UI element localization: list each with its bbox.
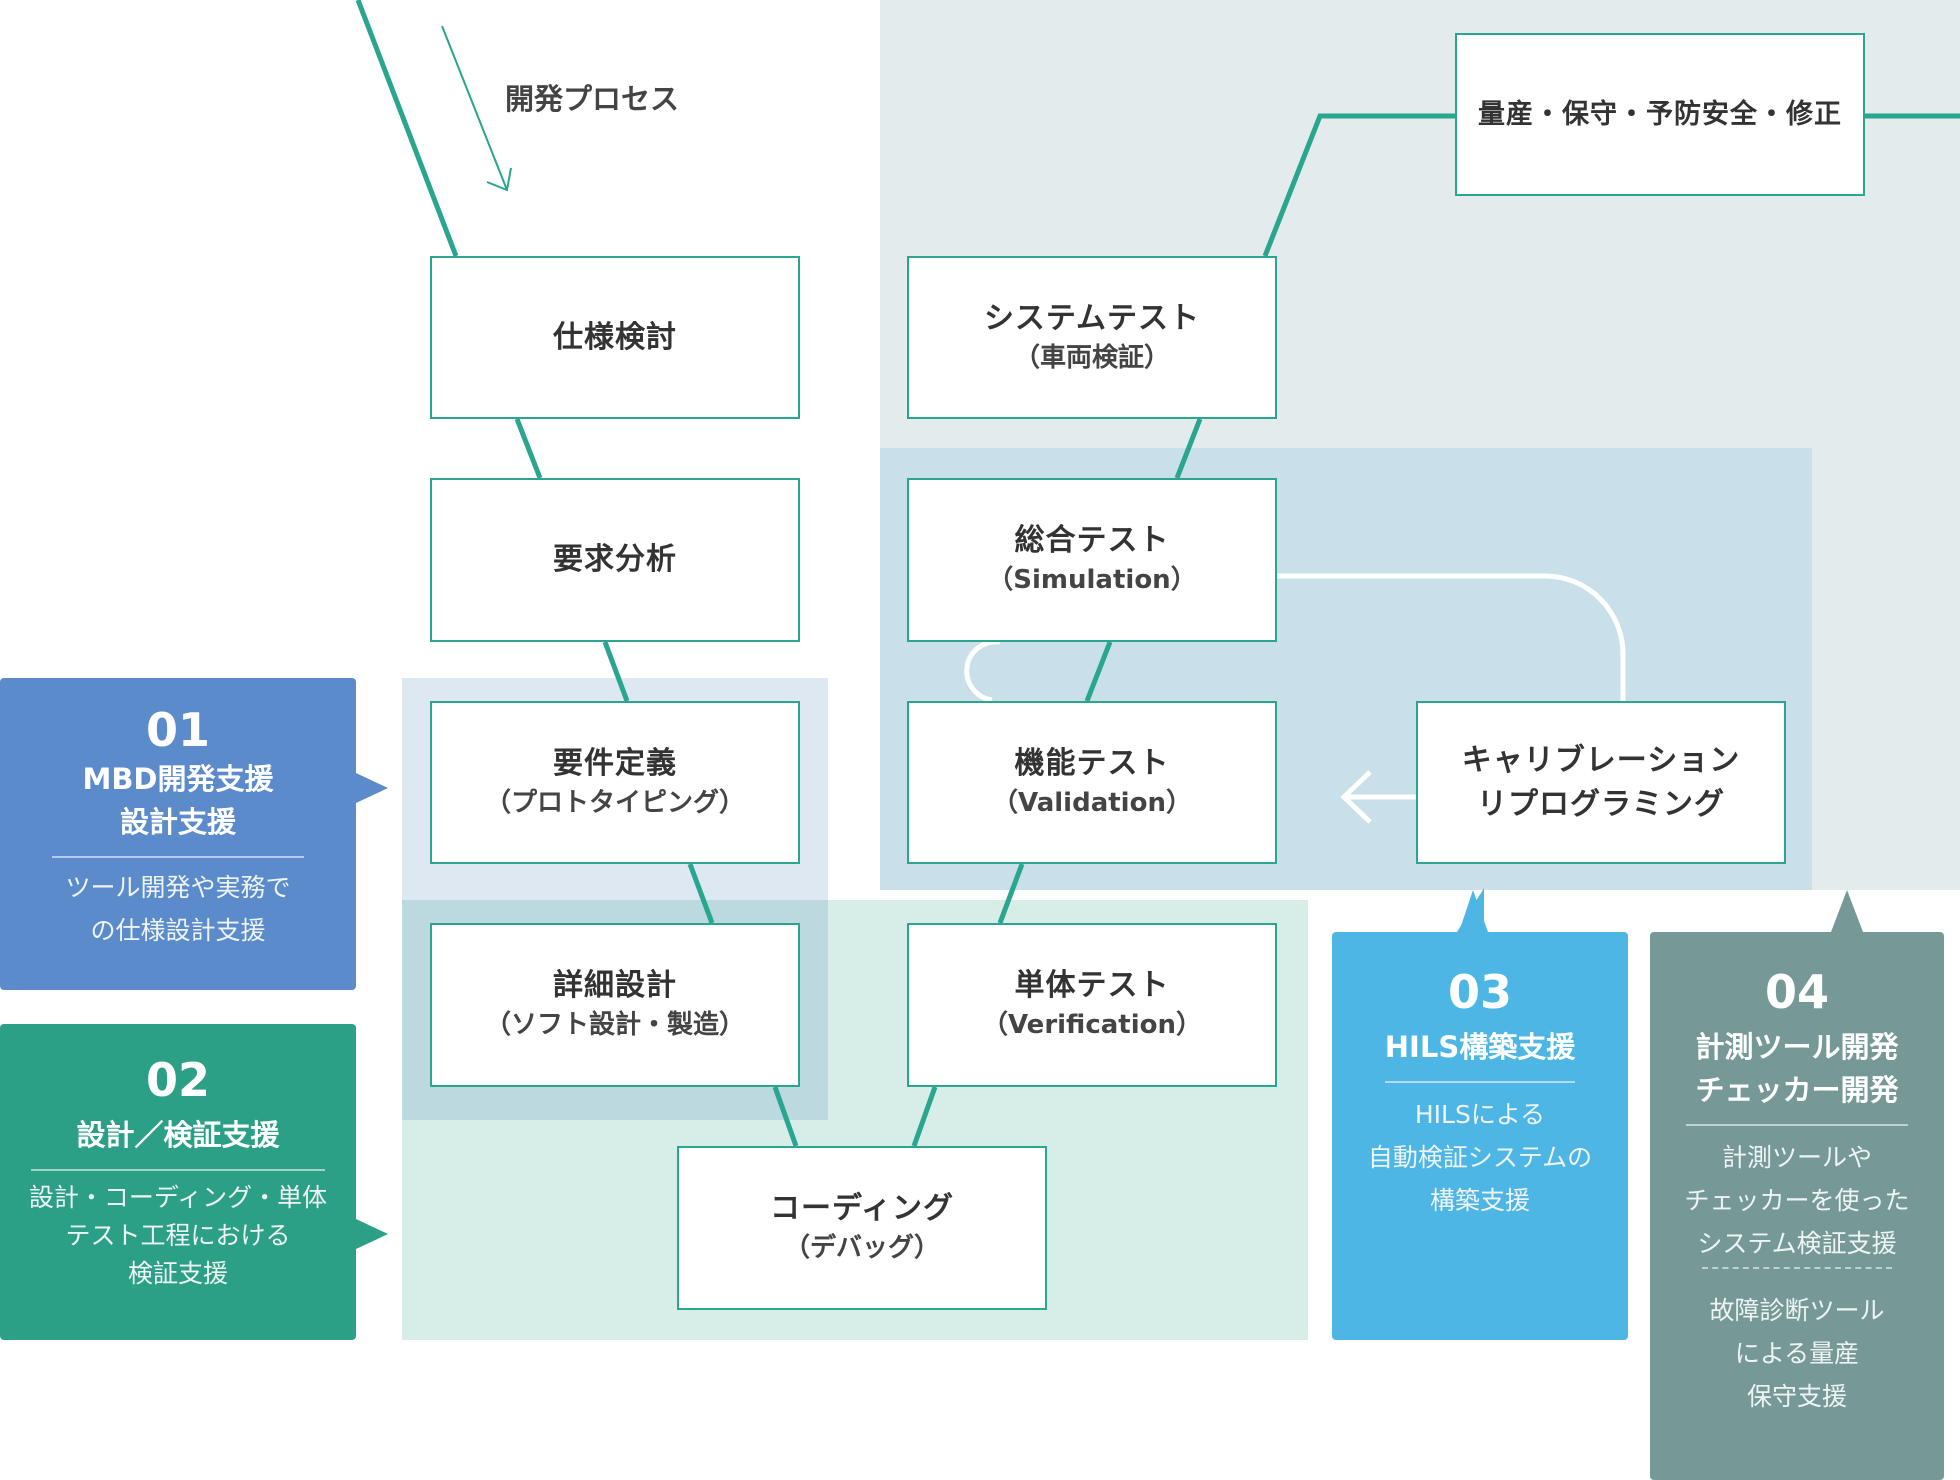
card-01-title-line: MBD開発支援: [82, 762, 274, 796]
card-01-title-line: 設計支援: [119, 805, 236, 839]
step-system-test-title: システムテスト: [983, 300, 1201, 336]
card-04-desc-line: チェッカーを使った: [1684, 1186, 1910, 1215]
card-04-desc2-line: による量産: [1734, 1339, 1860, 1368]
card-03-number: 03: [1447, 965, 1512, 1019]
step-detail-design-title: 詳細設計: [553, 968, 677, 1003]
step-unit-test-title: 単体テスト: [1014, 968, 1170, 1003]
step-detail-design: 詳細設計 （ソフト設計・製造）: [430, 923, 800, 1087]
step-spec: 仕様検討: [430, 256, 800, 419]
step-coding-title: コーディング: [770, 1191, 954, 1226]
card-03-divider: [1385, 1081, 1575, 1083]
step-requirements-title: 要求分析: [553, 542, 677, 577]
step-spec-title: 仕様検討: [553, 319, 677, 355]
step-unit-test: 単体テスト （Verification）: [907, 923, 1277, 1087]
step-calibration-title: キャリブレーション: [1461, 742, 1741, 778]
step-integration-test: 総合テスト （Simulation）: [907, 478, 1277, 642]
step-definition-sub: （プロトタイピング）: [484, 787, 745, 818]
step-system-test: システムテスト （車両検証）: [907, 256, 1277, 419]
step-definition-title: 要件定義: [553, 745, 677, 781]
card-03-title-line: HILS構築支援: [1384, 1030, 1576, 1064]
card-02-desc-line: 検証支援: [127, 1259, 228, 1288]
card-03-hils-support: 03 HILS構築支援 HILSによる 自動検証システムの 構築支援: [1332, 932, 1628, 1340]
card-04-desc-line: 計測ツールや: [1721, 1143, 1872, 1172]
step-function-test: 機能テスト （Validation）: [907, 701, 1277, 864]
card-01-pointer: [356, 773, 388, 803]
card-03-desc-line: 自動検証システムの: [1367, 1143, 1593, 1172]
card-04-desc2-line: 故障診断ツール: [1709, 1296, 1885, 1325]
card-02-divider: [31, 1169, 325, 1171]
step-function-test-sub: （Validation）: [992, 787, 1192, 818]
step-calibration: キャリブレーション リプログラミング: [1416, 701, 1786, 864]
step-integration-test-title: 総合テスト: [1014, 523, 1170, 558]
card-02-desc-line: テスト工程における: [65, 1221, 291, 1250]
card-04-desc2-line: 保守支援: [1746, 1382, 1847, 1411]
card-04-title-line: チェッカー開発: [1695, 1073, 1899, 1107]
card-02-number: 02: [145, 1053, 210, 1107]
step-detail-design-sub: （ソフト設計・製造）: [484, 1010, 745, 1040]
card-01-mbd-support: 01 MBD開発支援 設計支援 ツール開発や実務で の仕様設計支援: [0, 678, 356, 990]
step-integration-test-sub: （Simulation）: [987, 565, 1197, 595]
step-mass-production: 量産・保守・予防安全・修正: [1455, 33, 1865, 196]
card-02-title-line: 設計／検証支援: [76, 1118, 280, 1152]
step-definition: 要件定義 （プロトタイピング）: [430, 701, 800, 864]
card-02-pointer: [356, 1219, 388, 1249]
card-01-desc-line: ツール開発や実務で: [65, 873, 291, 902]
card-04-dashed-divider: [1702, 1267, 1892, 1269]
card-03-desc-line: HILSによる: [1414, 1100, 1546, 1129]
card-03-desc-line: 構築支援: [1429, 1186, 1530, 1215]
card-04-title-line: 計測ツール開発: [1695, 1030, 1899, 1064]
step-function-test-title: 機能テスト: [1014, 745, 1170, 781]
card-04-number: 04: [1764, 965, 1829, 1019]
step-system-test-sub: （車両検証）: [1013, 342, 1170, 373]
step-unit-test-sub: （Verification）: [981, 1010, 1202, 1040]
card-04-divider: [1686, 1124, 1908, 1126]
process-label: 開発プロセス: [505, 82, 680, 116]
card-04-pointer: [1831, 890, 1863, 932]
card-04-measurement-tools: 04 計測ツール開発 チェッカー開発 計測ツールや チェッカーを使った システム…: [1650, 932, 1944, 1480]
step-coding-sub: （デバッグ）: [783, 1233, 940, 1263]
card-04-desc-line: システム検証支援: [1697, 1229, 1897, 1258]
step-mass-production-title: 量産・保守・予防安全・修正: [1478, 98, 1842, 130]
card-02-design-verification: 02 設計／検証支援 設計・コーディング・単体 テスト工程における 検証支援: [0, 1024, 356, 1340]
card-03-pointer: [1459, 890, 1488, 932]
process-direction-arrow: [441, 25, 512, 192]
card-01-number: 01: [145, 703, 210, 757]
step-calibration-sub: リプログラミング: [1477, 786, 1725, 822]
card-01-desc-line: の仕様設計支援: [90, 916, 266, 945]
step-coding: コーディング （デバッグ）: [677, 1146, 1047, 1310]
step-requirements: 要求分析: [430, 478, 800, 642]
card-02-desc-line: 設計・コーディング・単体: [28, 1183, 328, 1212]
card-01-divider: [52, 856, 304, 858]
